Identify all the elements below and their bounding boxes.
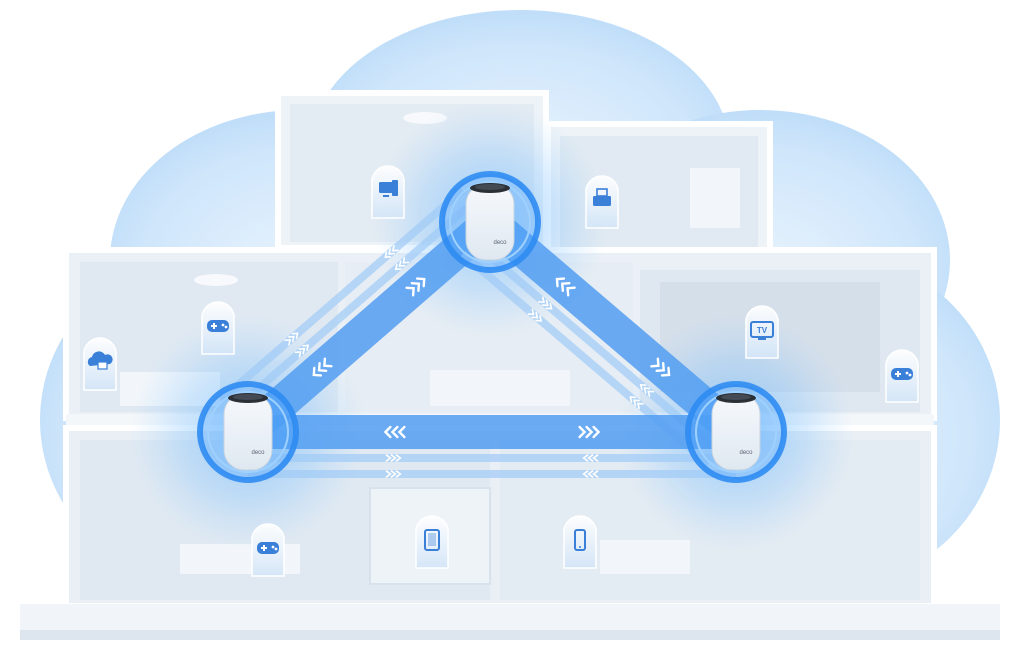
- device-bubble: [371, 165, 405, 219]
- link-left-right: [231, 415, 753, 478]
- device-bubble: [251, 523, 285, 577]
- tv-label: TV: [757, 326, 768, 335]
- arrow-marker: [394, 257, 410, 271]
- device-bubble: [563, 515, 597, 569]
- device-bubble: [415, 515, 449, 569]
- arrow-marker: [385, 470, 402, 478]
- device-bubbles: TV: [83, 165, 919, 577]
- printer-icon: [593, 188, 611, 206]
- tablet-icon: [424, 529, 440, 551]
- arrow-marker: [312, 357, 333, 377]
- deco-unit: deco: [465, 183, 515, 261]
- deco-nodes: deco deco deco: [197, 171, 787, 483]
- gamepad-icon: [891, 368, 913, 380]
- deco-node-right: deco: [685, 381, 787, 483]
- arrow-marker: [538, 296, 553, 310]
- backhaul-links: [217, 187, 753, 478]
- arrow-marker: [527, 308, 543, 322]
- arrow-marker: [555, 277, 576, 297]
- arrow-marker: [385, 454, 402, 462]
- deco-brand-label: deco: [251, 450, 265, 456]
- deco-unit: deco: [711, 393, 761, 471]
- arrow-marker: [582, 454, 599, 462]
- arrow-marker: [629, 396, 644, 410]
- arrow-marker: [284, 332, 299, 346]
- arrow-marker: [582, 470, 599, 478]
- arrow-marker: [405, 277, 426, 297]
- device-bubble: [201, 301, 235, 355]
- device-bubble: [83, 337, 117, 391]
- arrow-marker: [383, 425, 406, 439]
- device-bubble: [885, 349, 919, 403]
- tv-icon: TV: [750, 321, 774, 340]
- arrow-marker: [294, 344, 310, 358]
- arrow-marker: [650, 357, 671, 377]
- cloud-storage-icon: [87, 351, 113, 370]
- arrow-marker: [639, 384, 655, 398]
- deco-node-top: deco: [439, 171, 541, 273]
- arrow-marker: [384, 244, 399, 259]
- gamepad-icon: [257, 542, 279, 554]
- desktop-icon: [379, 180, 398, 197]
- deco-brand-label: deco: [493, 240, 507, 246]
- deco-node-left: deco: [197, 381, 299, 483]
- arrow-marker: [578, 425, 601, 439]
- gamepad-icon: [207, 320, 229, 332]
- device-bubble: [585, 175, 619, 229]
- deco-brand-label: deco: [739, 450, 753, 456]
- link-arrows: [284, 244, 671, 478]
- device-bubble: TV: [745, 305, 779, 359]
- smartphone-icon: [574, 529, 586, 551]
- deco-unit: deco: [223, 393, 273, 471]
- link-top-left: [217, 187, 507, 449]
